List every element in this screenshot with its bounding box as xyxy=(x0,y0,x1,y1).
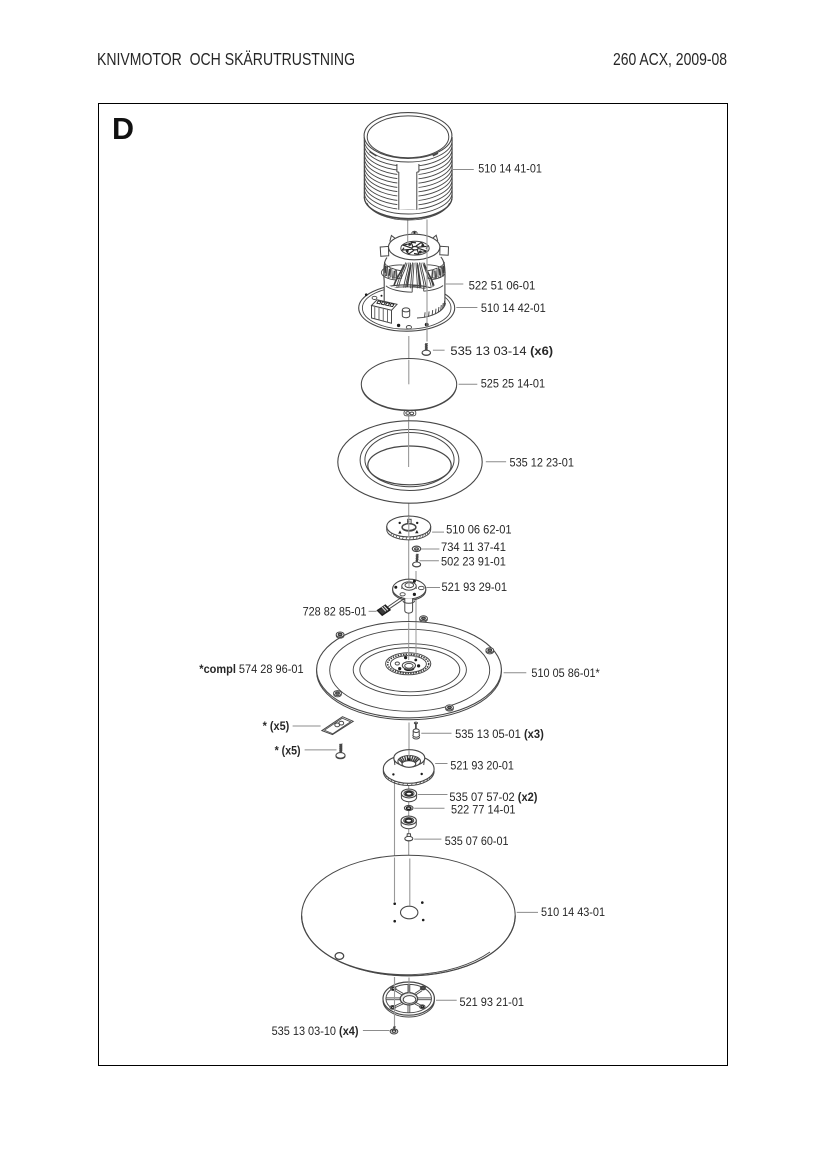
svg-text:535 13 03-10 (x4): 535 13 03-10 (x4) xyxy=(272,1024,359,1038)
svg-text:521 93 20-01: 521 93 20-01 xyxy=(450,759,514,773)
svg-text:535 13 05-01 (x3): 535 13 05-01 (x3) xyxy=(455,727,544,741)
svg-text:535 07 60-01: 535 07 60-01 xyxy=(445,834,509,848)
svg-text:260 ACX, 2009-08: 260 ACX, 2009-08 xyxy=(613,49,727,69)
svg-text:510 14 42-01: 510 14 42-01 xyxy=(481,301,546,315)
svg-text:510 14 41-01: 510 14 41-01 xyxy=(478,162,542,176)
svg-text:521 93 21-01: 521 93 21-01 xyxy=(460,995,525,1009)
svg-text:* (x5): * (x5) xyxy=(275,744,301,758)
svg-text:510 06 62-01: 510 06 62-01 xyxy=(446,522,512,536)
svg-text:D: D xyxy=(112,112,134,146)
svg-text:728 82 85-01: 728 82 85-01 xyxy=(303,604,367,618)
svg-text:510 05 86-01*: 510 05 86-01* xyxy=(531,666,600,680)
svg-text:521 93 29-01: 521 93 29-01 xyxy=(442,580,508,594)
svg-text:502 23 91-01: 502 23 91-01 xyxy=(441,555,506,569)
svg-text:535 12 23-01: 535 12 23-01 xyxy=(510,456,575,470)
svg-text:522 51 06-01: 522 51 06-01 xyxy=(469,278,536,292)
svg-text:* (x5): * (x5) xyxy=(263,719,290,733)
svg-text:535 13 03-14 (x6): 535 13 03-14 (x6) xyxy=(450,344,553,358)
svg-text:KNIVMOTOR OCH SKÄRUTRUSTNING: KNIVMOTOR OCH SKÄRUTRUSTNING xyxy=(97,49,355,69)
svg-text:*compl 574 28 96-01: *compl 574 28 96-01 xyxy=(199,662,303,676)
svg-text:525 25 14-01: 525 25 14-01 xyxy=(481,377,546,391)
svg-text:734 11 37-41: 734 11 37-41 xyxy=(441,540,506,554)
svg-text:510 14 43-01: 510 14 43-01 xyxy=(541,905,605,919)
svg-text:522 77 14-01: 522 77 14-01 xyxy=(451,803,516,817)
svg-text:535 07 57-02 (x2): 535 07 57-02 (x2) xyxy=(449,790,537,804)
